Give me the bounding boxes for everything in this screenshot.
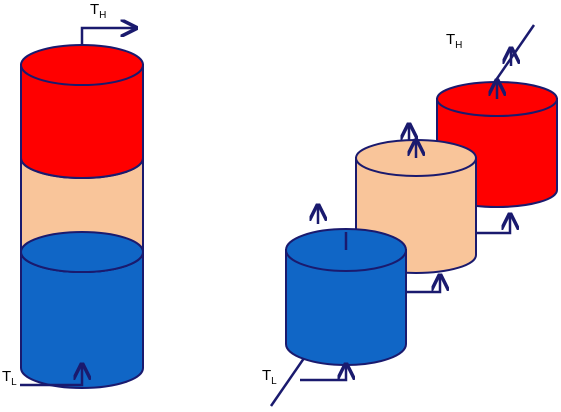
stratified-tank xyxy=(20,44,144,389)
connector-cold-to-mid xyxy=(405,275,440,294)
hot-layer xyxy=(20,44,144,179)
cascade-inlet-arrow xyxy=(300,364,346,382)
inlet-arrow xyxy=(20,364,82,387)
left-bottom-label: TL xyxy=(2,368,17,388)
right-bottom-label: TL xyxy=(262,367,277,387)
left-top-label: TH xyxy=(90,1,106,21)
outlet-arrow xyxy=(80,28,136,46)
right-top-label: TH xyxy=(446,31,462,51)
connector-mid-to-hot xyxy=(472,214,510,235)
cold-top-surface xyxy=(20,231,144,273)
cold-tank xyxy=(285,228,407,366)
